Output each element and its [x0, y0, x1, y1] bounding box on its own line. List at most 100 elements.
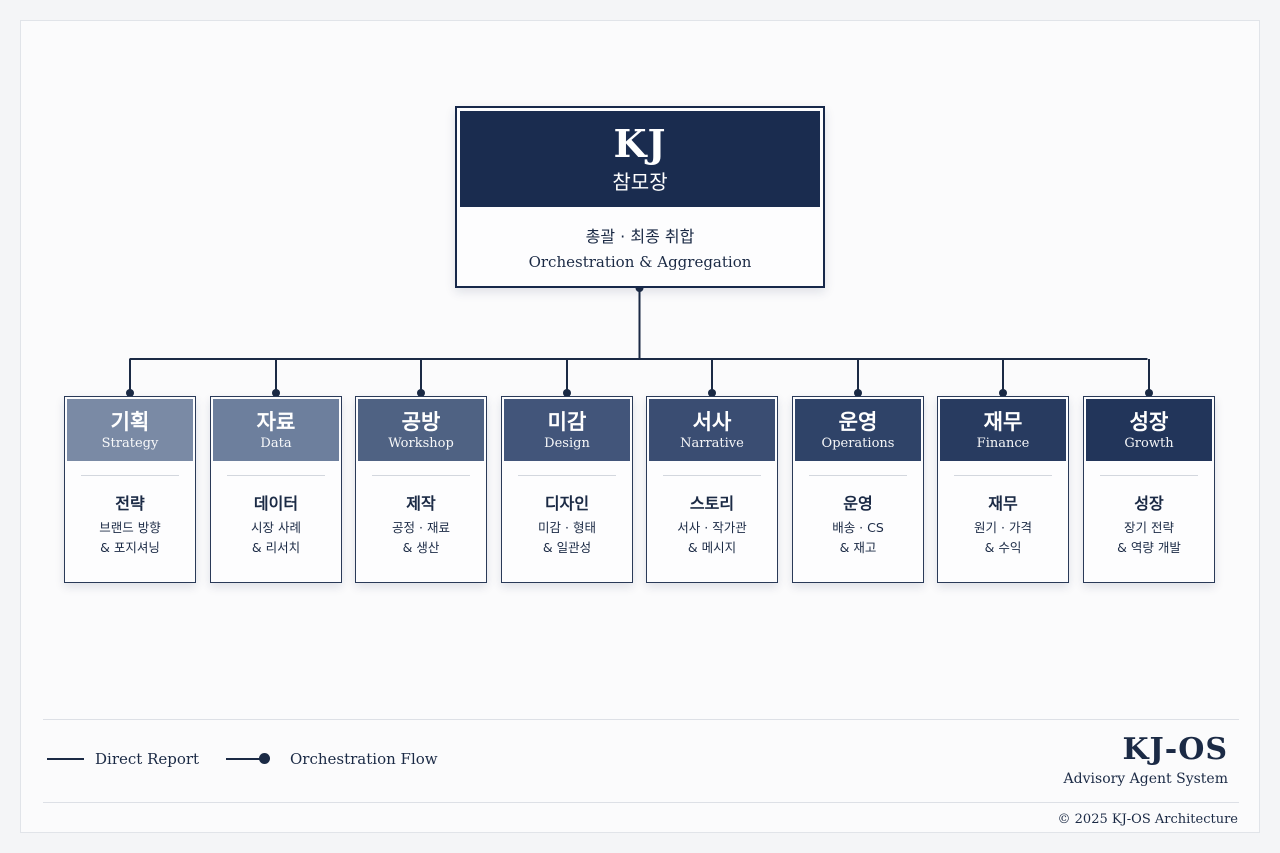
department-title-en: Finance: [976, 435, 1030, 451]
legend-orchestration-flow-label: Orchestration Flow: [290, 750, 438, 768]
department-line-2: & 포지셔닝: [100, 540, 160, 555]
department-title: 미감: [547, 409, 587, 434]
root-title: KJ: [613, 120, 667, 166]
department-heading: 디자인: [544, 494, 590, 513]
brand-block: KJ-OS Advisory Agent System: [1063, 732, 1228, 788]
drop-dot-1: [272, 389, 280, 397]
department-title-en: Narrative: [680, 435, 744, 451]
root-node-header: KJ 참모장: [460, 111, 820, 207]
direct-report-line-icon: [47, 758, 84, 760]
department-card-divider: [954, 475, 1052, 476]
drop-dot-4: [708, 389, 716, 397]
department-line-2: & 생산: [402, 540, 440, 555]
root-subtitle: 참모장: [612, 169, 668, 194]
drop-dot-7: [1145, 389, 1153, 397]
department-line-2: & 리서치: [251, 540, 301, 555]
department-heading: 재무: [988, 494, 1018, 513]
department-heading: 데이터: [253, 494, 299, 513]
department-title: 기획: [110, 409, 150, 434]
legend-divider-top: [43, 719, 1239, 720]
department-title: 서사: [692, 409, 732, 434]
department-card-divider: [81, 475, 179, 476]
department-line-2: & 메시지: [687, 540, 737, 555]
department-title-en: Growth: [1124, 435, 1174, 451]
department-line-1: 배송 · CS: [832, 520, 884, 535]
department-heading: 성장: [1134, 494, 1164, 513]
drop-dot-5: [854, 389, 862, 397]
legend-orchestration-flow: Orchestration Flow: [226, 750, 438, 768]
department-card-divider: [518, 475, 616, 476]
department-line-1: 장기 전략: [1124, 520, 1174, 535]
department-card-divider: [372, 475, 470, 476]
department-heading: 스토리: [689, 494, 735, 513]
drop-dot-0: [126, 389, 134, 397]
legend-direct-report-label: Direct Report: [95, 750, 200, 768]
orchestration-flow-dot-line-icon: [226, 753, 270, 765]
department-line-2: & 역량 개발: [1117, 540, 1181, 555]
root-description-en: Orchestration & Aggregation: [528, 253, 752, 271]
department-title-en: Strategy: [101, 435, 159, 451]
department-title-en: Design: [544, 435, 590, 451]
drop-dot-3: [563, 389, 571, 397]
copyright-text: © 2025 KJ-OS Architecture: [1057, 812, 1238, 827]
department-card-divider: [663, 475, 761, 476]
department-title: 자료: [256, 409, 296, 434]
drop-dot-2: [417, 389, 425, 397]
department-line-1: 공정 · 재료: [392, 520, 450, 535]
department-line-1: 브랜드 방향: [99, 520, 161, 535]
department-line-1: 원기 · 가격: [974, 520, 1032, 535]
department-heading: 제작: [406, 494, 436, 513]
department-title: 성장: [1129, 409, 1169, 434]
department-line-1: 시장 사례: [251, 520, 301, 535]
legend-direct-report: Direct Report: [47, 750, 199, 768]
drop-dot-6: [999, 389, 1007, 397]
root-node-kj: KJ 참모장 총괄 · 최종 취합 Orchestration & Aggreg…: [455, 106, 825, 288]
department-title: 운영: [838, 409, 878, 434]
department-title: 재무: [983, 409, 1023, 434]
department-title-en: Data: [260, 435, 292, 451]
department-line-2: & 재고: [839, 540, 877, 555]
brand-name: KJ-OS: [1122, 732, 1228, 767]
department-line-2: & 일관성: [542, 540, 592, 555]
legend-divider-bottom: [43, 802, 1239, 803]
root-description-ko: 총괄 · 최종 취합: [585, 227, 695, 246]
department-card-divider: [809, 475, 907, 476]
department-title: 공방: [401, 409, 441, 434]
department-title-en: Workshop: [388, 435, 454, 451]
department-heading: 운영: [843, 494, 873, 513]
department-line-1: 미감 · 형태: [538, 520, 596, 535]
department-line-1: 서사 · 작가관: [677, 520, 747, 535]
brand-subtitle: Advisory Agent System: [1063, 771, 1228, 787]
department-heading: 전략: [115, 494, 145, 513]
department-card-divider: [1100, 475, 1198, 476]
root-node-body: 총괄 · 최종 취합 Orchestration & Aggregation: [457, 207, 823, 271]
department-card-divider: [227, 475, 325, 476]
department-title-en: Operations: [821, 435, 895, 451]
department-line-2: & 수익: [984, 540, 1022, 555]
